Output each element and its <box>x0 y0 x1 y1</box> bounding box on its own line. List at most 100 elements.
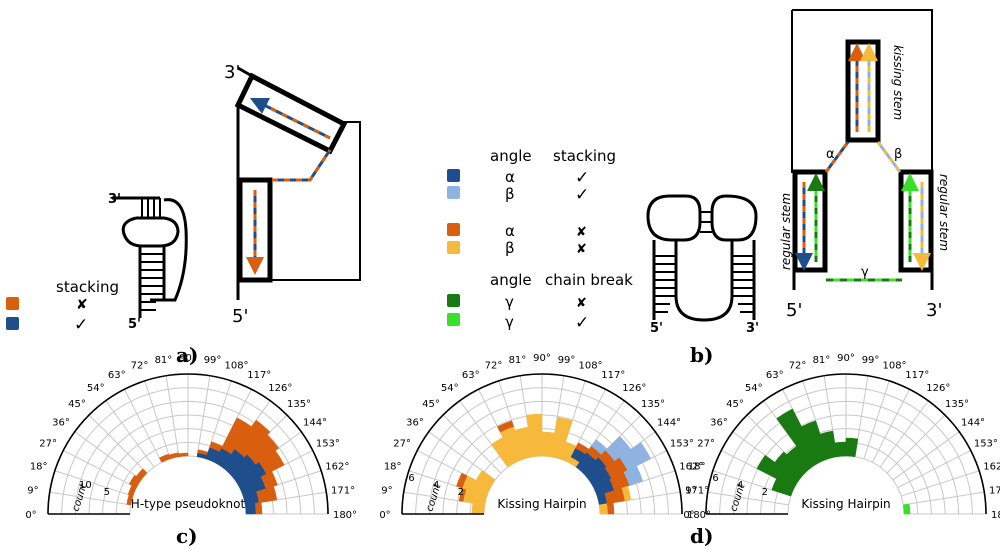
angle-tick-label: 27° <box>697 439 715 450</box>
angle-tick-label: 9° <box>27 485 38 496</box>
grid-spoke <box>863 380 890 459</box>
schematic-b <box>791 9 934 290</box>
legend-b-mark-6: ✓ <box>575 313 589 333</box>
histogram-bar <box>902 503 911 515</box>
histogram-bar <box>178 452 189 458</box>
outer-frame <box>47 373 329 515</box>
kissing-hairpin-cartoon <box>646 194 758 322</box>
angle-tick-label: 0° <box>683 510 694 521</box>
schematic-a-3prime: 3' <box>224 62 240 83</box>
angle-tick-label: 180° <box>687 510 711 521</box>
angle-tick-label: 171° <box>331 485 355 496</box>
legend-b-angle-1: α <box>505 168 515 186</box>
legend-b-header-angle: angle <box>490 147 532 165</box>
panel-c-label: c) <box>176 524 198 548</box>
legend-b-swatch-2 <box>447 186 460 199</box>
grid-spoke <box>707 491 789 506</box>
angle-tick-label: 27° <box>39 439 57 450</box>
histogram-bar <box>475 470 496 489</box>
angle-tick-label: 108° <box>578 361 602 372</box>
angle-tick-label: 54° <box>745 383 763 394</box>
histogram-bar <box>168 452 180 460</box>
legend-b-angle-6: γ <box>505 313 514 331</box>
angle-tick-label: 144° <box>961 418 985 429</box>
histogram-bar <box>774 451 806 481</box>
angle-tick-label: 153° <box>670 439 694 450</box>
angle-tick-label: 180° <box>333 510 357 521</box>
schematic-gamma: γ <box>861 265 869 280</box>
panel-a: 3' 5' stacking ✘ ✓ 3' 5' a) <box>6 62 361 367</box>
legend-b-swatch-6 <box>447 313 460 326</box>
angle-tick-label: 36° <box>710 418 728 429</box>
angle-tick-label: 81° <box>155 355 173 366</box>
angle-tick-label: 45° <box>422 399 440 410</box>
angle-tick-label: 9° <box>685 485 696 496</box>
angle-tick-label: 117° <box>247 370 271 381</box>
angle-tick-label: 171° <box>685 485 709 496</box>
outer-frame <box>401 373 683 515</box>
histogram-bar <box>247 434 279 465</box>
histogram-bar <box>606 502 615 515</box>
legend-b-swatch-3 <box>447 223 460 236</box>
histogram-bar <box>135 468 148 481</box>
legend-b-mark-3: ✘ <box>576 225 587 240</box>
angle-tick-label: 81° <box>509 355 527 366</box>
angle-tick-label: 36° <box>52 418 70 429</box>
schematic-b-3prime: 3' <box>926 300 942 321</box>
legend-b-header-chain-break: chain break <box>545 271 633 289</box>
legend-a-mark-1: ✘ <box>76 297 88 313</box>
pseudoknot-cartoon <box>112 196 188 318</box>
histogram-bar <box>619 441 652 471</box>
angle-tick-label: 0° <box>25 510 36 521</box>
grid-spoke <box>879 400 929 468</box>
angle-tick-label: 72° <box>485 361 503 372</box>
cartoon-3prime: 3' <box>108 192 121 207</box>
histogram-title: Kissing Hairpin <box>497 497 586 511</box>
histogram-bar <box>258 450 285 475</box>
count-tick-label: 6 <box>408 473 414 484</box>
angle-tick-label: 9° <box>381 485 392 496</box>
angle-tick-label: 45° <box>68 399 86 410</box>
angle-tick-label: 45° <box>726 399 744 410</box>
count-tick-label: 10 <box>79 480 92 491</box>
angle-tick-label: 126° <box>622 383 646 394</box>
angle-tick-label: 72° <box>131 361 149 372</box>
angle-tick-label: 63° <box>108 370 126 381</box>
legend-b-swatch-1 <box>447 169 460 182</box>
grid-spoke <box>105 400 155 468</box>
regular-stem-left-label: regular stem <box>779 193 793 270</box>
angle-tick-label: 162° <box>983 461 1000 472</box>
histogram-bar <box>526 413 543 458</box>
angle-tick-label: 0° <box>379 510 390 521</box>
histogram-bar <box>497 420 514 433</box>
legend-b-angle-3: α <box>505 222 515 240</box>
angle-tick-label: 54° <box>441 383 459 394</box>
angle-tick-label: 90° <box>179 353 197 364</box>
histogram-bar <box>598 503 609 515</box>
angle-tick-label: 153° <box>974 439 998 450</box>
angle-tick-label: 99° <box>862 355 880 366</box>
grid-spoke <box>165 375 180 457</box>
panel-b: angle stacking α ✓ β ✓ α ✘ β ✘ angle cha… <box>447 9 951 367</box>
cartoon-5prime: 5' <box>128 317 141 332</box>
legend-a-title: stacking <box>56 278 119 296</box>
legend-b-swatch-4 <box>447 241 460 254</box>
angle-tick-label: 153° <box>316 439 340 450</box>
legend-a-mark-2: ✓ <box>74 315 88 335</box>
angle-tick-label: 162° <box>679 461 703 472</box>
legend-b-angle-2: β <box>505 185 515 203</box>
polar-histogram-h-type: 0°9°18°27°36°45°54°63°72°81°90°99°108°11… <box>25 353 357 521</box>
grid-spoke <box>897 449 971 489</box>
angle-tick-label: 99° <box>558 355 576 366</box>
histogram-bar <box>254 502 263 515</box>
polar-histogram-kissing-2: 0°9°18°27°36°45°54°63°72°81°90°99°108°11… <box>683 353 1000 521</box>
grid-spoke <box>123 389 163 463</box>
count-tick-label: 6 <box>712 473 718 484</box>
angle-tick-label: 63° <box>462 370 480 381</box>
angle-tick-label: 18° <box>688 461 706 472</box>
histogram-bar <box>756 454 800 489</box>
angle-tick-label: 81° <box>813 355 831 366</box>
grid-spoke <box>74 431 142 481</box>
schematic-alpha: α <box>826 147 835 162</box>
histogram-bar <box>159 453 171 463</box>
